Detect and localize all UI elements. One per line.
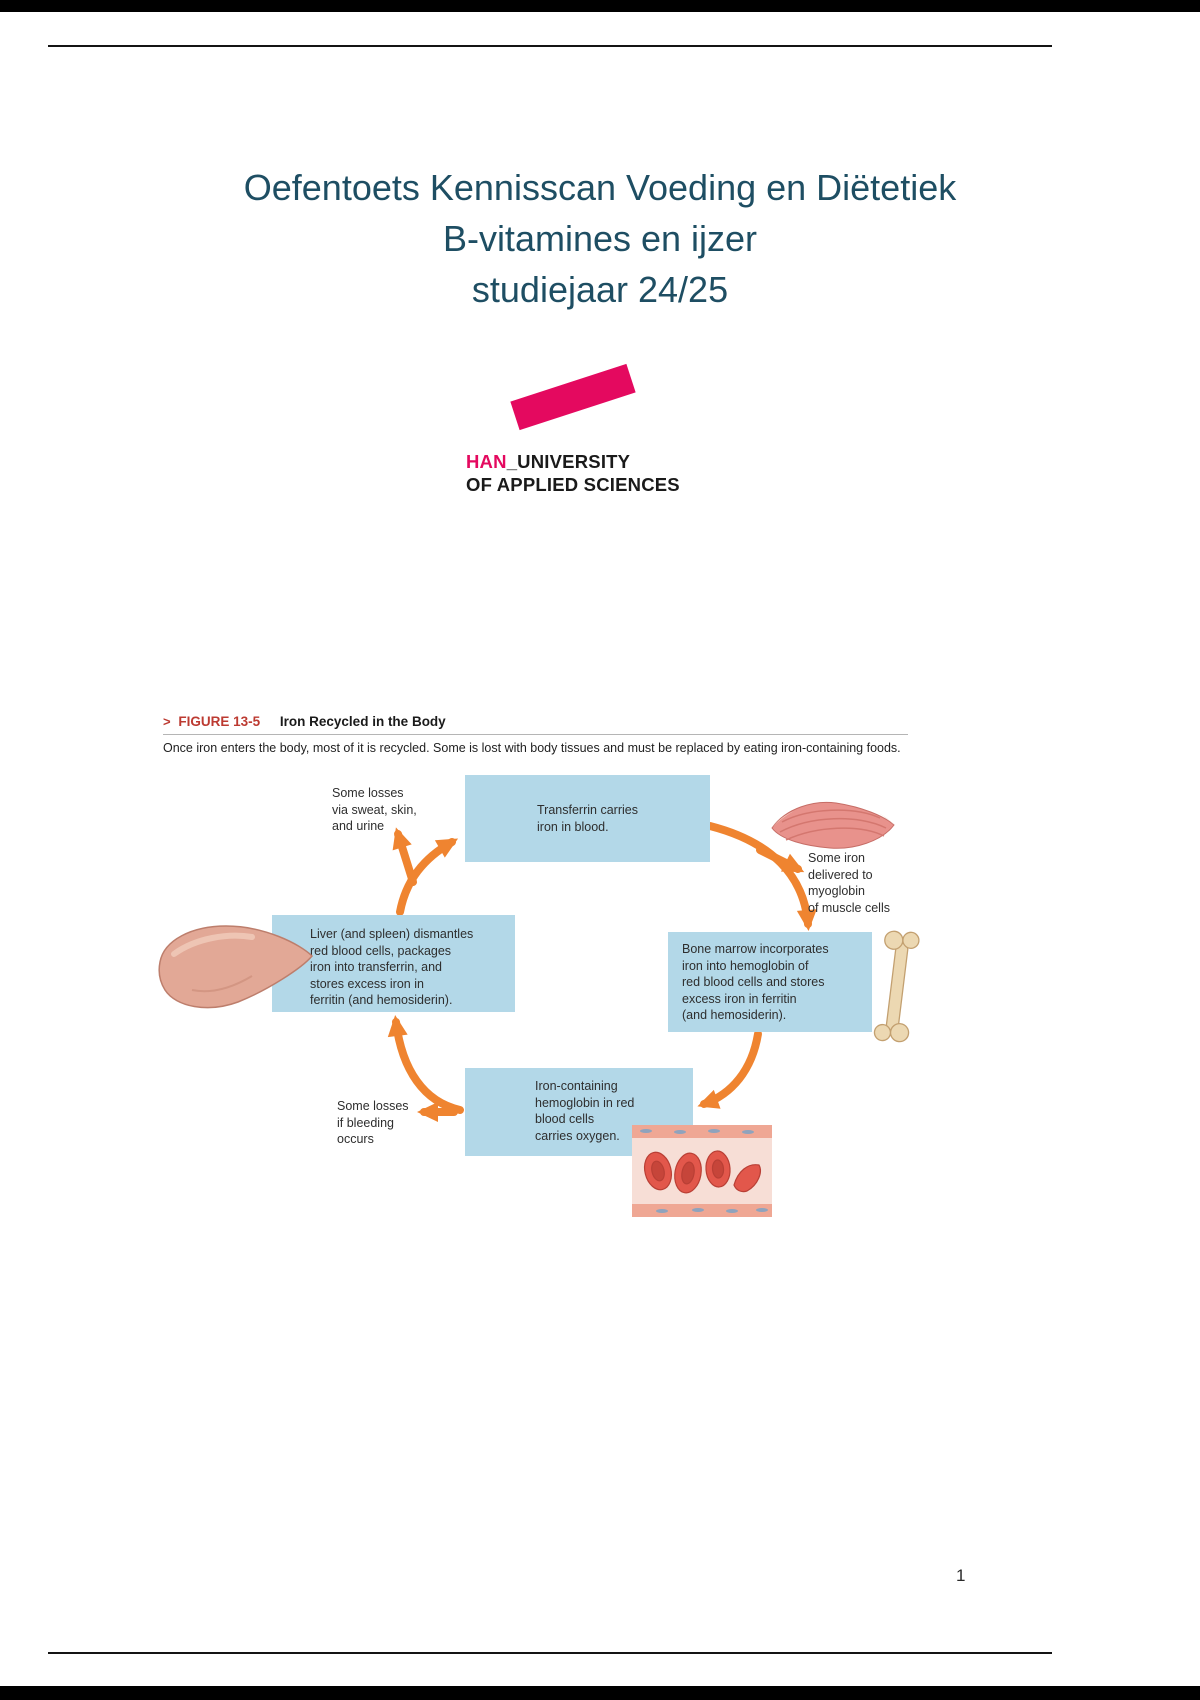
- page-number: 1: [956, 1566, 966, 1585]
- footer-rule: [48, 1652, 1052, 1654]
- arrow-rbc-to-liver: [387, 1015, 464, 1114]
- vessel-wall-top: [632, 1125, 772, 1138]
- figure-13-5-header-block: > FIGURE 13-5 Iron Recycled in the Body …: [163, 714, 908, 755]
- arrow-losses-sweat: [392, 827, 417, 886]
- node-transferrin: Transferrin carries iron in blood.: [465, 775, 710, 862]
- label-muscle-iron: Some iron delivered to myoglobin of musc…: [808, 851, 890, 915]
- han-logo-suffix: _UNIVERSITY: [506, 451, 631, 472]
- iron-cycle-diagram: Some losses via sweat, skin, and urine S…: [158, 770, 925, 1230]
- arrow-liver-to-transferrin: [396, 838, 459, 916]
- top-edge-bar: [0, 0, 1200, 12]
- title-line-1: Oefentoets Kennisscan Voeding en Diëteti…: [243, 167, 957, 208]
- title-line-2: B-vitamines en ijzer: [442, 218, 758, 259]
- bone-illustration: [873, 930, 920, 1043]
- liver-shape: [158, 925, 314, 1009]
- label-losses-sweat: Some losses via sweat, skin, and urine: [332, 786, 417, 833]
- node-bone-marrow: Bone marrow incorporates iron into hemog…: [668, 932, 872, 1032]
- red-blood-cells-illustration: [632, 1125, 772, 1217]
- figure-header: > FIGURE 13-5 Iron Recycled in the Body: [163, 714, 908, 729]
- figure-label: FIGURE 13-5: [178, 714, 261, 729]
- header-rule: [48, 45, 1052, 47]
- figure-caption: Once iron enters the body, most of it is…: [163, 741, 901, 755]
- document-title: Oefentoets Kennisscan Voeding en Diëteti…: [0, 162, 1200, 315]
- han-logo-subtitle: OF APPLIED SCIENCES: [466, 474, 680, 495]
- bone-shape: [873, 930, 920, 1043]
- figure-title: Iron Recycled in the Body: [279, 714, 446, 729]
- figure-rule: [163, 734, 908, 735]
- figure-marker-icon: >: [163, 714, 171, 729]
- title-line-3: studiejaar 24/25: [471, 269, 729, 310]
- muscle-illustration: [771, 801, 895, 849]
- liver-illustration: [158, 925, 314, 1009]
- arrow-to-muscle: [756, 846, 805, 873]
- red-blood-cells: [643, 1150, 761, 1194]
- han-logo-bar: [510, 363, 636, 431]
- arrow-bone-marrow-to-rbc: [697, 1030, 762, 1109]
- han-logo-brand: HAN: [466, 451, 507, 472]
- han-logo: HAN_UNIVERSITY OF APPLIED SCIENCES: [440, 355, 760, 505]
- node-liver: Liver (and spleen) dismantles red blood …: [272, 915, 515, 1012]
- label-losses-bleeding: Some losses if bleeding occurs: [337, 1099, 409, 1146]
- muscle-shape: [771, 801, 895, 849]
- bottom-edge-bar: [0, 1686, 1200, 1700]
- han-logo-wordmark: HAN_UNIVERSITY: [466, 451, 630, 473]
- cycle-arrows: [387, 822, 817, 1122]
